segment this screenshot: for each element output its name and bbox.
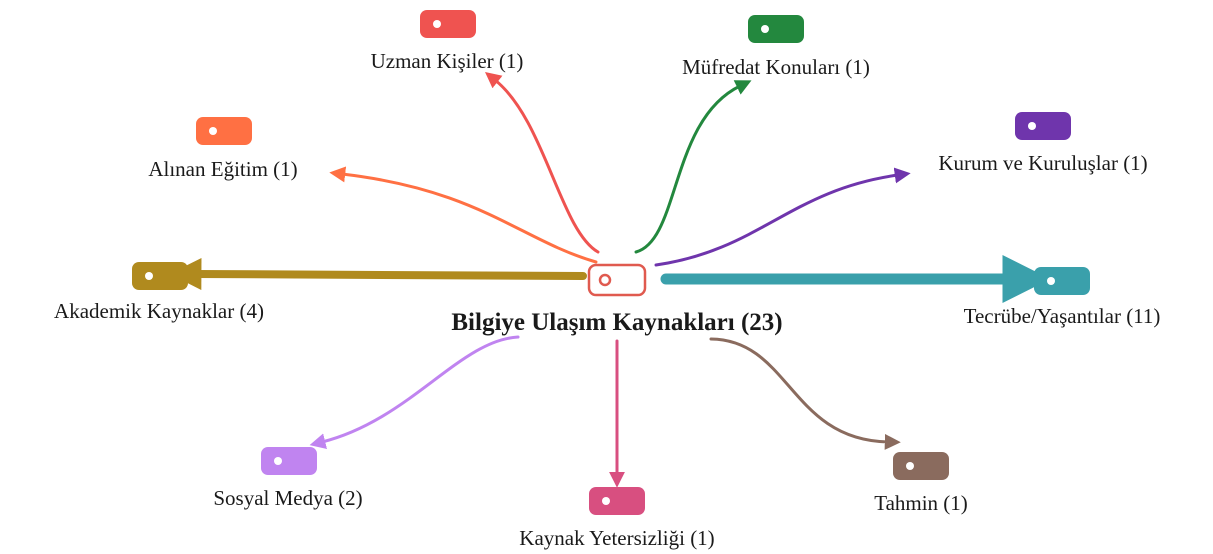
tag-icon xyxy=(587,263,647,297)
label-kaynak-yetersizligi: Kaynak Yetersizliği (1) xyxy=(519,526,714,550)
label-mufredat-konulari: Müfredat Konuları (1) xyxy=(682,55,870,79)
connector-alinan-egitim xyxy=(329,166,598,264)
label-akademik-kaynaklar: Akademik Kaynaklar (4) xyxy=(54,299,264,323)
center-label: Bilgiye Ulaşım Kaynakları (23) xyxy=(451,309,782,336)
node-kaynak-yetersizligi[interactable]: Kaynak Yetersizliği (1) xyxy=(519,487,715,550)
node-akademik-kaynaklar[interactable]: Akademik Kaynaklar (4) xyxy=(54,262,264,323)
tag-icon xyxy=(261,447,317,475)
label-tahmin: Tahmin (1) xyxy=(874,491,968,515)
connector-sosyal-medya xyxy=(309,335,520,449)
label-alinan-egitim: Alınan Eğitim (1) xyxy=(148,157,297,181)
tag-icon xyxy=(748,15,804,43)
connector-tahmin xyxy=(709,337,901,450)
label-kurum-ve-kuruluslar: Kurum ve Kuruluşlar (1) xyxy=(938,151,1147,175)
node-tecrube-yasantilar[interactable]: Tecrübe/Yaşantılar (11) xyxy=(964,267,1161,328)
label-tecrube-yasantilar: Tecrübe/Yaşantılar (11) xyxy=(964,304,1161,328)
connectors xyxy=(169,71,1051,488)
node-sosyal-medya[interactable]: Sosyal Medya (2) xyxy=(213,447,363,510)
node-kurum-ve-kuruluslar[interactable]: Kurum ve Kuruluşlar (1) xyxy=(938,112,1148,175)
connector-uzman-kisiler xyxy=(485,71,600,254)
tag-icon xyxy=(1034,267,1090,295)
node-mufredat-konulari[interactable]: Müfredat Konuları (1) xyxy=(682,15,870,79)
center-tag-icon xyxy=(587,263,647,297)
tag-icon xyxy=(589,487,645,515)
label-sosyal-medya: Sosyal Medya (2) xyxy=(213,486,362,510)
tag-icon xyxy=(132,262,188,290)
node-uzman-kisiler[interactable]: Uzman Kişiler (1) xyxy=(371,10,524,73)
connector-akademik-kaynaklar xyxy=(169,258,587,291)
node-tahmin[interactable]: Tahmin (1) xyxy=(874,452,968,515)
nodes: Uzman Kişiler (1) Müfredat Konuları (1) Al… xyxy=(54,10,1160,550)
label-uzman-kisiler: Uzman Kişiler (1) xyxy=(371,49,524,73)
center-node[interactable]: Bilgiye Ulaşım Kaynakları (23) xyxy=(451,263,783,336)
tag-icon xyxy=(1015,112,1071,140)
tag-icon xyxy=(893,452,949,480)
tag-icon xyxy=(420,10,476,38)
tag-icon xyxy=(196,117,252,145)
connector-mufredat-konulari xyxy=(634,80,752,254)
node-alinan-egitim[interactable]: Alınan Eğitim (1) xyxy=(148,117,298,181)
connector-kurum-ve-kuruluslar xyxy=(654,167,911,267)
